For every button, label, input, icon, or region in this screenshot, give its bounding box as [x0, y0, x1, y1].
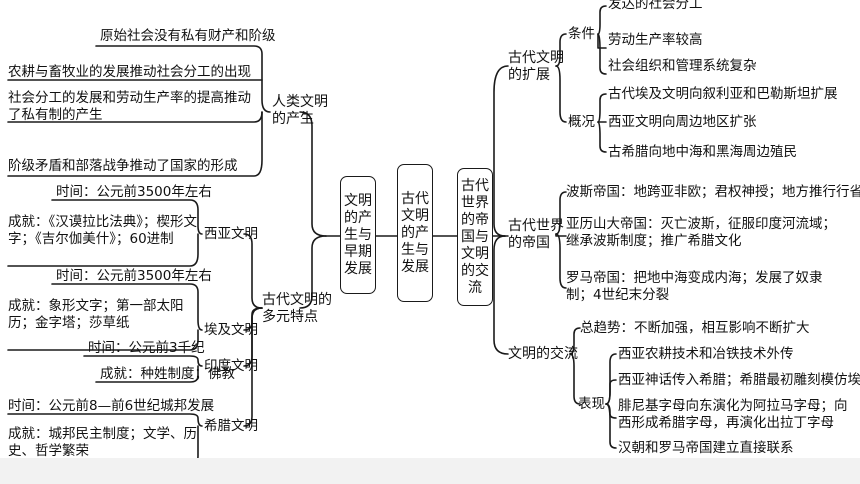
- label-expansion: 古代文明的扩展: [508, 50, 564, 83]
- show-item-2: 西亚神话传入希腊；希腊最初雕刻模仿埃及: [618, 372, 860, 388]
- empire-persia: 波斯帝国：地跨亚非欧；君权神授；地方推行行省制: [566, 184, 860, 200]
- box-early-civilization-text: 文明的产生与早期发展: [344, 192, 372, 277]
- civ-west-asia-achievement: 成就：《汉谟拉比法典》；楔形文字；《吉尔伽美什》；60进制: [8, 214, 197, 247]
- overview-item-2: 西亚文明向周边地区扩张: [608, 114, 757, 130]
- box-ancient-civilization: 古代文明的产生与发展: [397, 164, 433, 302]
- overview-item-1: 古代埃及文明向叙利亚和巴勒斯坦扩展: [608, 86, 838, 102]
- empire-rome: 罗马帝国：把地中海变成内海；发展了奴隶制；4世纪末分裂: [566, 270, 823, 303]
- origin-item-1: 原始社会没有私有财产和阶级: [100, 28, 276, 44]
- civ-india-achievement: 成就：种姓制度；佛教: [100, 366, 235, 382]
- box-empires-exchange-text: 古代世界的帝国与文明的交流: [461, 177, 489, 296]
- civ-egypt-achievement: 成就：象形文字；第一部太阳历；金字塔；莎草纸: [8, 298, 184, 331]
- label-diverse-features: 古代文明的多元特点: [262, 292, 332, 325]
- civ-greece-time: 时间：公元前8—前6世纪城邦发展: [8, 398, 215, 414]
- condition-item-3: 社会组织和管理系统复杂: [608, 58, 757, 74]
- civ-greece-achievement: 成就：城邦民主制度；文学、历史、哲学繁荣: [8, 426, 197, 459]
- condition-item-1: 发达的社会分工: [608, 0, 703, 12]
- box-ancient-civilization-text: 古代文明的产生与发展: [401, 190, 429, 275]
- empire-alexander: 亚历山大帝国：灭亡波斯，征服印度河流域；继承波斯制度；推广希腊文化: [566, 216, 836, 249]
- label-exchange: 文明的交流: [508, 346, 578, 362]
- civ-west-asia-name: 西亚文明: [204, 226, 258, 242]
- condition-item-2: 劳动生产率较高: [608, 32, 703, 48]
- footer-band: [0, 458, 860, 484]
- show-item-3: 腓尼基字母向东演化为阿拉马字母；向西形成希腊字母，再演化出拉丁字母: [618, 398, 848, 431]
- origin-item-2: 农耕与畜牧业的发展推动社会分工的出现: [8, 64, 251, 80]
- label-overview: 概况: [568, 114, 595, 130]
- label-show: 表现: [578, 396, 605, 412]
- origin-item-4: 阶级矛盾和部落战争推动了国家的形成: [8, 158, 238, 174]
- civ-west-asia-time: 时间：公元前3500年左右: [56, 184, 212, 200]
- label-human-origin: 人类文明的产生: [272, 94, 328, 127]
- show-item-4: 汉朝和罗马帝国建立直接联系: [618, 440, 794, 456]
- show-item-1: 西亚农耕技术和冶铁技术外传: [618, 346, 794, 362]
- box-empires-exchange: 古代世界的帝国与文明的交流: [457, 168, 493, 306]
- box-early-civilization: 文明的产生与早期发展: [340, 176, 376, 294]
- civ-egypt-name: 埃及文明: [204, 322, 258, 338]
- label-empires: 古代世界的帝国: [508, 218, 564, 251]
- civ-india-time: 时间：公元前3千纪: [88, 340, 205, 356]
- civ-india-name: 印度文明: [204, 358, 258, 374]
- civ-greece-name: 希腊文明: [204, 418, 258, 434]
- exchange-trend: 总趋势：不断加强，相互影响不断扩大: [580, 320, 810, 336]
- label-conditions: 条件: [568, 26, 595, 42]
- origin-item-3: 社会分工的发展和劳动生产率的提高推动了私有制的产生: [8, 90, 251, 123]
- overview-item-3: 古希腊向地中海和黑海周边殖民: [608, 144, 797, 160]
- civ-egypt-time: 时间：公元前3500年左右: [56, 268, 212, 284]
